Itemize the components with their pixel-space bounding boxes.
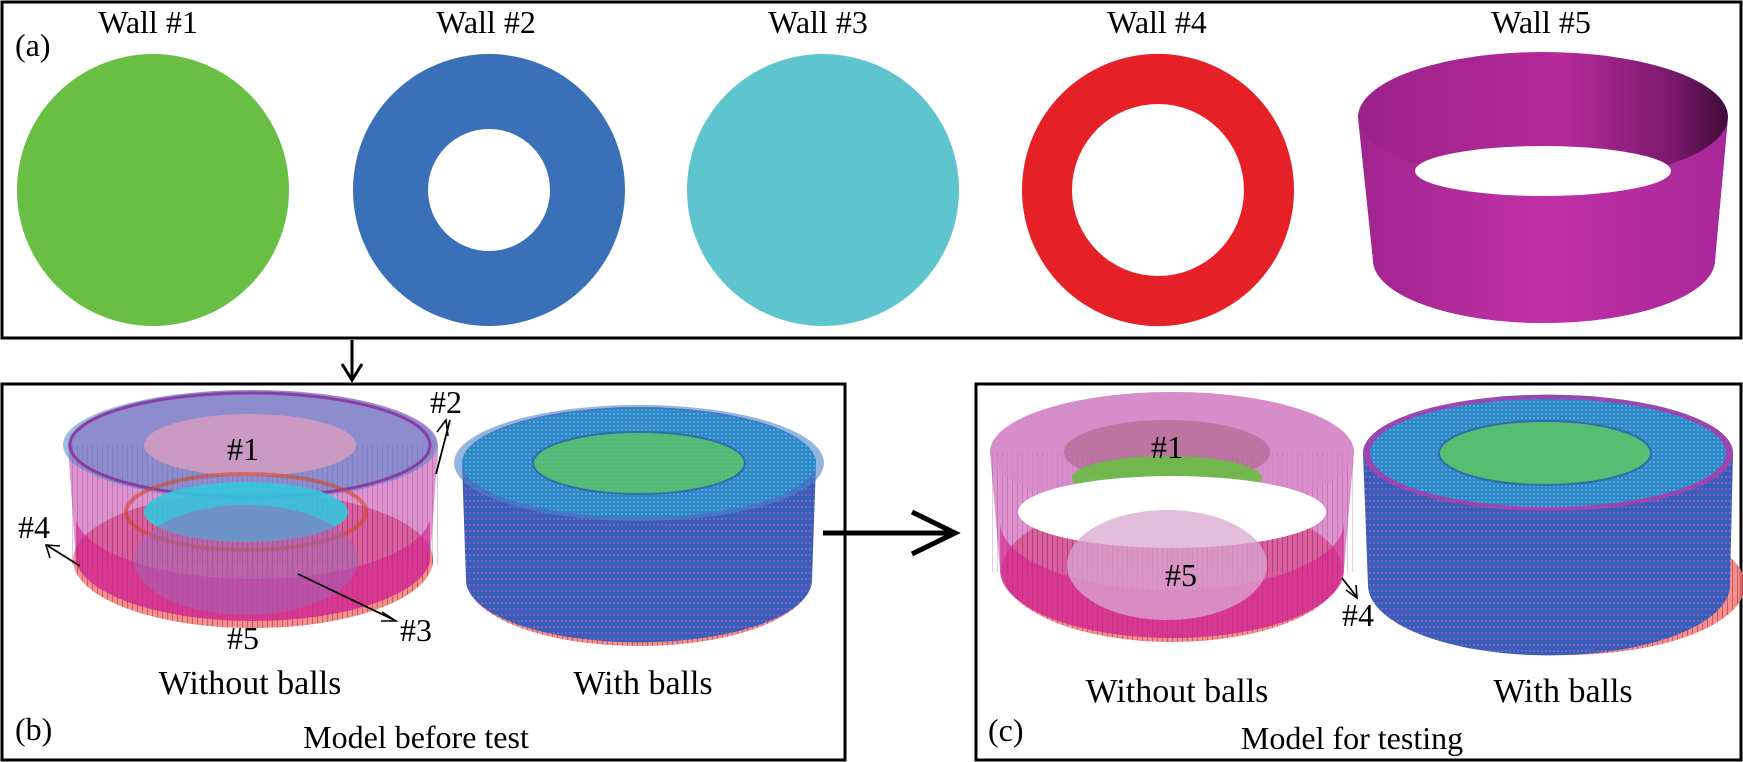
wall-3-title: Wall #3: [768, 4, 868, 40]
wall-1-disk: [17, 54, 289, 326]
wall-4-ring: [1022, 53, 1295, 327]
arrow-b-to-c: [823, 509, 961, 557]
panel-b-frame: [0, 382, 847, 762]
wall-2-ring: [353, 54, 625, 326]
callout-c-5: #5: [1165, 557, 1197, 593]
panel-a-label: (a): [15, 27, 51, 63]
panel-b-label: (b): [15, 711, 52, 747]
model-b-without-balls: [63, 390, 438, 628]
panel-a-frame: [0, 0, 1743, 340]
callout-b-4-leader: [47, 545, 81, 567]
wall-5-title: Wall #5: [1491, 4, 1591, 40]
panel-c: (c) Model for testing Without balls With…: [974, 382, 1743, 762]
panel-c-caption: Model for testing: [1241, 720, 1463, 756]
panel-b: (b) Model before test Without balls With…: [0, 382, 847, 762]
wall-2-title: Wall #2: [436, 4, 536, 40]
wall-5-cylinder: [1358, 52, 1728, 323]
panel-b-left-caption: Without balls: [159, 665, 342, 702]
panel-a: (a) Wall #1 Wall #2 Wall #3 Wall #4 Wall…: [0, 0, 1743, 340]
callout-b-5: #5: [227, 620, 259, 656]
callout-b-3: #3: [400, 612, 432, 648]
model-c-without-balls: [990, 392, 1354, 642]
panel-c-left-caption: Without balls: [1086, 673, 1269, 710]
callout-b-2-leader: [435, 419, 451, 475]
wall-4-title: Wall #4: [1107, 4, 1207, 40]
callout-b-1: #1: [227, 431, 259, 467]
wall-3-disk: [687, 54, 959, 326]
panel-b-caption: Model before test: [303, 719, 529, 755]
wall-1-title: Wall #1: [98, 4, 198, 40]
panel-b-right-caption: With balls: [573, 665, 712, 702]
callout-c-4: #4: [1342, 597, 1374, 633]
model-b-with-balls: [454, 405, 824, 646]
callout-b-2: #2: [430, 384, 462, 420]
panel-c-right-caption: With balls: [1493, 673, 1632, 710]
callout-c-1: #1: [1151, 429, 1183, 465]
callout-b-4: #4: [18, 509, 50, 545]
callout-b-3-leader: [297, 573, 397, 622]
arrow-a-to-b: [340, 340, 364, 383]
callout-c-4-leader: [1341, 577, 1357, 597]
panel-c-label: (c): [988, 712, 1024, 748]
model-c-with-balls: [1363, 394, 1743, 656]
